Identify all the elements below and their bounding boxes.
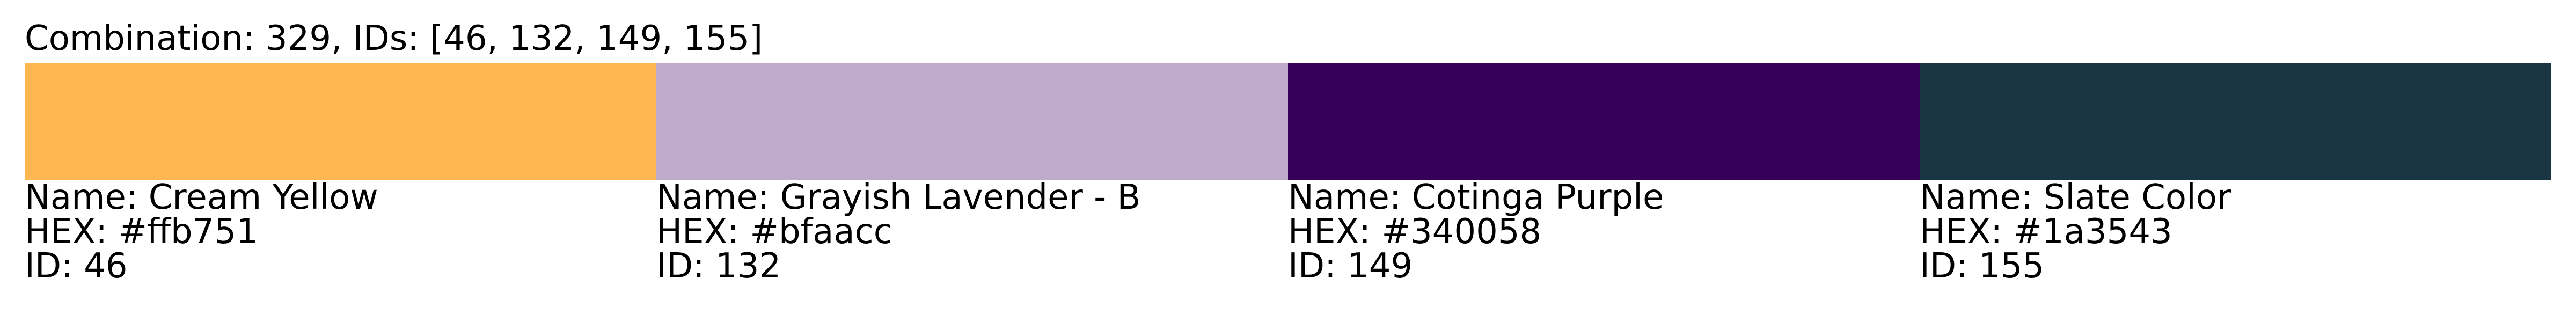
color-label-grayish-lavender: Name: Grayish Lavender - B HEX: #bfaacc … [656, 180, 1288, 283]
color-id: ID: 149 [1288, 246, 1413, 286]
color-name: Name: Grayish Lavender - B [656, 178, 1141, 217]
color-label-cotinga-purple: Name: Cotinga Purple HEX: #340058 ID: 14… [1288, 180, 1920, 283]
color-swatch-grayish-lavender [656, 63, 1288, 180]
color-name: Name: Slate Color [1920, 178, 2231, 217]
color-hex: HEX: #340058 [1288, 212, 1542, 252]
color-swatch-cream-yellow [25, 63, 656, 180]
color-hex: HEX: #bfaacc [656, 212, 892, 252]
color-hex: HEX: #1a3543 [1920, 212, 2172, 252]
color-swatch-cotinga-purple [1288, 63, 1920, 180]
color-name: Name: Cream Yellow [25, 178, 378, 217]
color-swatch-slate [1920, 63, 2551, 180]
color-hex: HEX: #ffb751 [25, 212, 258, 252]
color-id: ID: 155 [1920, 246, 2045, 286]
color-label-slate: Name: Slate Color HEX: #1a3543 ID: 155 [1920, 180, 2551, 283]
color-id: ID: 46 [25, 246, 128, 286]
color-label-cream-yellow: Name: Cream Yellow HEX: #ffb751 ID: 46 [25, 180, 656, 283]
color-id: ID: 132 [656, 246, 781, 286]
combination-title: Combination: 329, IDs: [46, 132, 149, 15… [25, 19, 763, 58]
color-name: Name: Cotinga Purple [1288, 178, 1664, 217]
color-labels-row: Name: Cream Yellow HEX: #ffb751 ID: 46 N… [25, 180, 2551, 283]
color-swatch-row [25, 63, 2551, 180]
